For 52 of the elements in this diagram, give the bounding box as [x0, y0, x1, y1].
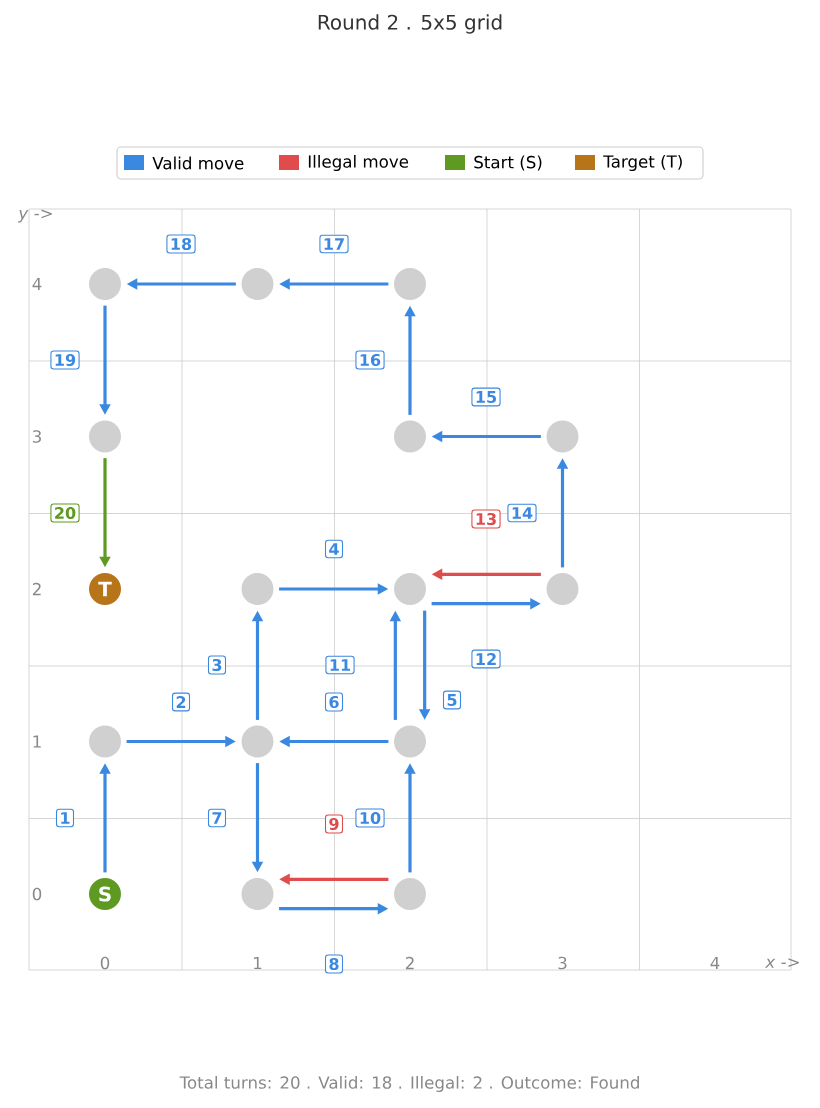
grid-point [89, 725, 121, 758]
edge-label: 19 [50, 350, 80, 370]
tick-label: 0 [100, 956, 110, 970]
tick-label: 4 [32, 277, 42, 291]
grid-point [241, 573, 274, 605]
edge-label: 11 [325, 655, 355, 675]
edge-label: 12 [471, 649, 501, 669]
edge-label: 10 [355, 808, 385, 828]
edge-label: 5 [442, 690, 462, 710]
caption: Total turns: 20 . Valid: 18 . Illegal: 2 . Outcome: Found [179, 1075, 639, 1093]
tick-label: 2 [32, 582, 41, 596]
edge-label: 4 [324, 539, 344, 559]
legend-text: Target (T) [603, 154, 682, 172]
edge-label: 8 [324, 954, 344, 974]
edge-label: 9 [324, 814, 344, 834]
grid-point [394, 268, 426, 300]
edge-label: 14 [507, 503, 537, 523]
legend-text: Illegal move [308, 154, 409, 172]
grid-point [241, 268, 274, 300]
axis-label: x -> [764, 958, 799, 968]
edge-label: 2 [171, 692, 191, 712]
tick-label: 1 [254, 956, 262, 970]
grid-point [394, 573, 426, 605]
grid-point [89, 268, 121, 300]
legend-text: Start (S) [474, 155, 542, 171]
edge-label: 6 [324, 692, 344, 712]
grid-point [241, 725, 274, 758]
tick-label: 3 [558, 956, 567, 970]
title: Round 2 . 5x5 grid [318, 14, 502, 34]
grid-point [241, 878, 274, 910]
grid-point [546, 573, 579, 605]
grid-point [394, 878, 426, 910]
grid-point [394, 420, 426, 453]
edge-label: 15 [471, 387, 501, 407]
tick-label: 3 [32, 430, 41, 443]
edge-label: 20 [50, 503, 80, 523]
edge-label: 17 [319, 234, 349, 254]
tick-label: 2 [405, 956, 414, 970]
edge-label: 18 [166, 234, 196, 254]
edge-label: 1 [55, 808, 75, 828]
tick-label: 1 [33, 735, 41, 748]
edge-label: 16 [355, 350, 385, 370]
tick-label: 4 [710, 956, 720, 970]
grid-point [394, 725, 426, 758]
axis-label: y -> [17, 209, 52, 223]
legend-text: Valid move [152, 156, 244, 170]
grid-point [89, 420, 121, 453]
edge-label: 13 [471, 509, 501, 529]
edge-label: 3 [207, 655, 227, 675]
tick-label: 0 [32, 887, 42, 901]
edge-label: 7 [207, 808, 227, 828]
grid-point [546, 420, 579, 453]
